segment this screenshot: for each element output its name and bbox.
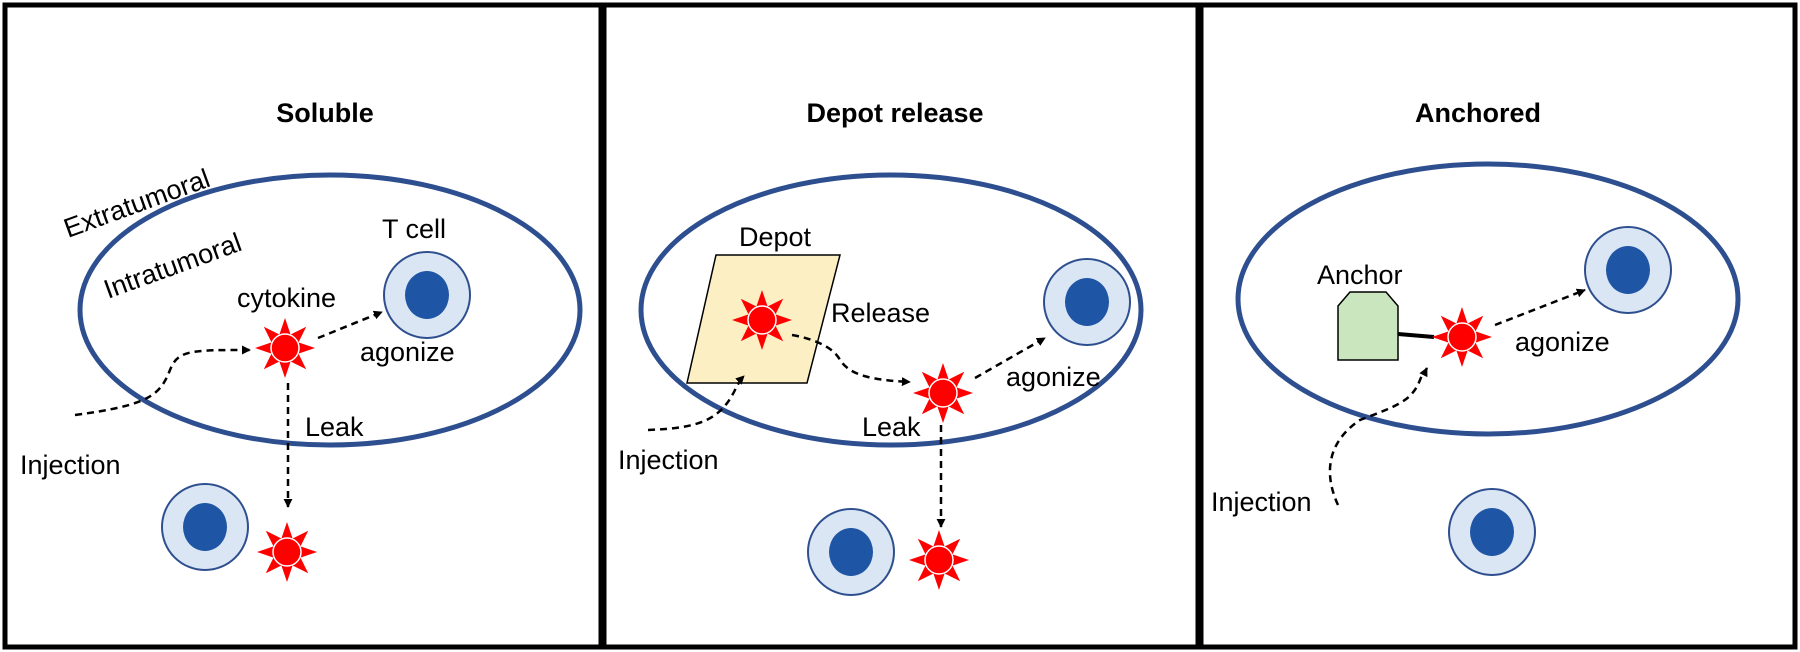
panel-border-anchored: [1198, 2, 1798, 650]
injection-arrow-depot: [647, 375, 745, 432]
intratumoral-label: Intratumoral: [100, 227, 246, 304]
panel-border-soluble: [2, 2, 604, 650]
agonize-label-soluble: agonize: [360, 337, 455, 367]
release-arrow: [791, 333, 911, 387]
agonize-arrow-depot: [974, 336, 1046, 380]
agonize-arrow-soluble: [317, 310, 383, 340]
cytokine-icon: [913, 363, 973, 423]
panel-depot: Depot release Depot Release agonize Leak…: [618, 98, 1144, 596]
injection-arrow-anchored: [1328, 367, 1429, 506]
t-cell-label: T cell: [382, 214, 446, 244]
t-cell-icon: [1448, 488, 1536, 576]
leak-label-soluble: Leak: [305, 412, 364, 442]
t-cell-icon: [1584, 226, 1672, 314]
tumor-ellipse-depot: [638, 172, 1144, 448]
panel-soluble: Soluble Extratumoral Intratumoral T cell…: [20, 98, 583, 582]
cytokine-icon: [732, 290, 792, 350]
cytokine-icon: [257, 522, 317, 582]
injection-arrow-soluble: [74, 345, 251, 417]
tumor-ellipse-soluble: [77, 172, 583, 448]
panel-border-depot: [601, 2, 1201, 650]
cytokine-icon: [909, 530, 969, 590]
panel-title-depot: Depot release: [806, 98, 983, 128]
cytokine-icon: [255, 318, 315, 378]
extratumoral-label: Extratumoral: [60, 163, 214, 244]
t-cell-icon: [161, 483, 249, 571]
anchor-tether: [1397, 332, 1435, 339]
injection-label-depot: Injection: [618, 445, 719, 475]
release-label: Release: [831, 298, 930, 328]
anchor-label: Anchor: [1317, 260, 1403, 290]
panel-title-anchored: Anchored: [1415, 98, 1541, 128]
agonize-label-depot: agonize: [1006, 362, 1101, 392]
t-cell-icon: [807, 508, 895, 596]
panel-anchored: Anchored Anchor agonize Injection: [1211, 98, 1741, 576]
cytokine-icon: [1432, 307, 1492, 367]
t-cell-icon: [1043, 258, 1131, 346]
anchor-shape: [1337, 291, 1399, 361]
tumor-ellipse-anchored: [1235, 161, 1741, 437]
injection-label-soluble: Injection: [20, 450, 121, 480]
injection-label-anchored: Injection: [1211, 487, 1312, 517]
cytokine-label: cytokine: [237, 283, 336, 313]
agonize-arrow-anchored: [1494, 288, 1586, 327]
panel-title-soluble: Soluble: [276, 98, 374, 128]
leak-label-depot: Leak: [862, 412, 921, 442]
agonize-label-anchored: agonize: [1515, 327, 1610, 357]
depot-label: Depot: [739, 222, 812, 252]
t-cell-icon: [383, 251, 471, 339]
